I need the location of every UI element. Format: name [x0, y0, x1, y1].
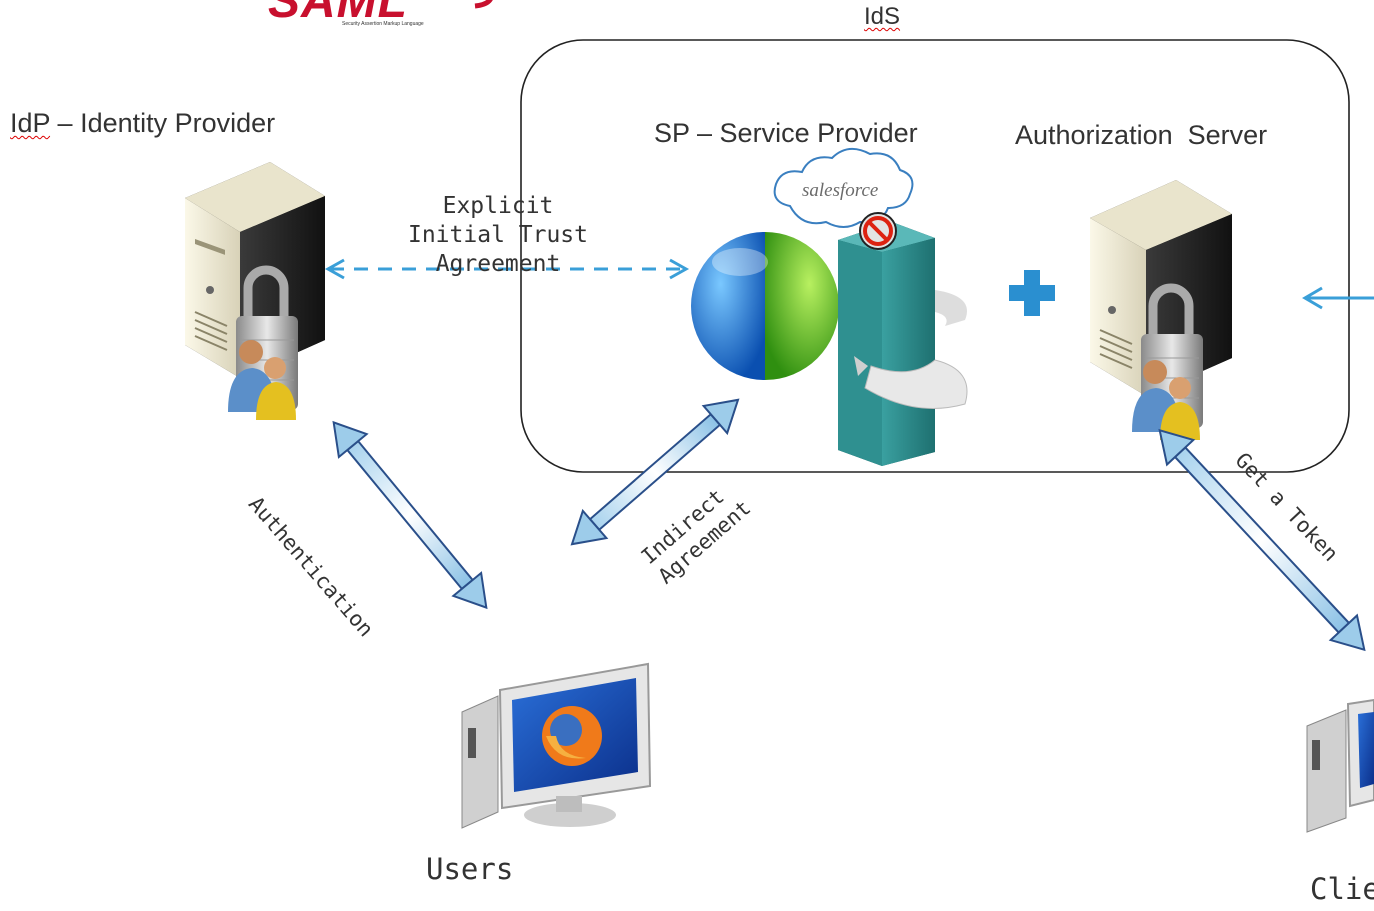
sp-label: SP – Service Provider	[654, 118, 918, 148]
saml-logo-tagline: Security Assertion Markup Language	[342, 21, 424, 27]
users-label: Users	[426, 852, 514, 886]
client-computer-icon	[1306, 698, 1374, 833]
trust-label-line3: Agreement	[435, 251, 561, 277]
ids-container-box	[520, 39, 1350, 473]
idp-label-abbr: IdP	[10, 108, 51, 138]
trust-dashed-arrow	[324, 258, 690, 280]
idp-label: IdP – Identity Provider	[10, 108, 275, 139]
users-computer-icon	[461, 662, 652, 829]
auth-server-label: Authorization Server	[1015, 120, 1268, 150]
authentication-double-arrow	[332, 420, 488, 610]
saml-logo	[474, 0, 493, 9]
trust-arrow-label: Explicit Initial Trust Agreement	[398, 192, 598, 279]
auth-users-icon	[1132, 360, 1200, 440]
salesforce-cloud-icon	[773, 147, 914, 228]
ids-title-text: IdS	[864, 3, 901, 30]
tower-icon	[838, 212, 968, 466]
idp-label-rest: – Identity Provider	[50, 108, 276, 138]
incoming-right-arrow	[1302, 286, 1374, 310]
token-double-arrow	[1158, 428, 1366, 652]
plus-icon	[1009, 270, 1055, 316]
salesforce-badge-text: salesforce	[802, 180, 879, 201]
trust-label-line2: Initial Trust	[407, 222, 588, 248]
idp-users-icon	[228, 340, 296, 420]
trust-label-line1: Explicit	[442, 193, 554, 219]
saml-logo-text: SAML	[268, 0, 408, 28]
ids-title: IdS	[864, 3, 900, 31]
sp-globe-icon	[691, 232, 839, 380]
client-label: Clie	[1310, 872, 1374, 906]
indirect-double-arrow	[570, 398, 740, 546]
idp-server-icon	[185, 162, 325, 378]
